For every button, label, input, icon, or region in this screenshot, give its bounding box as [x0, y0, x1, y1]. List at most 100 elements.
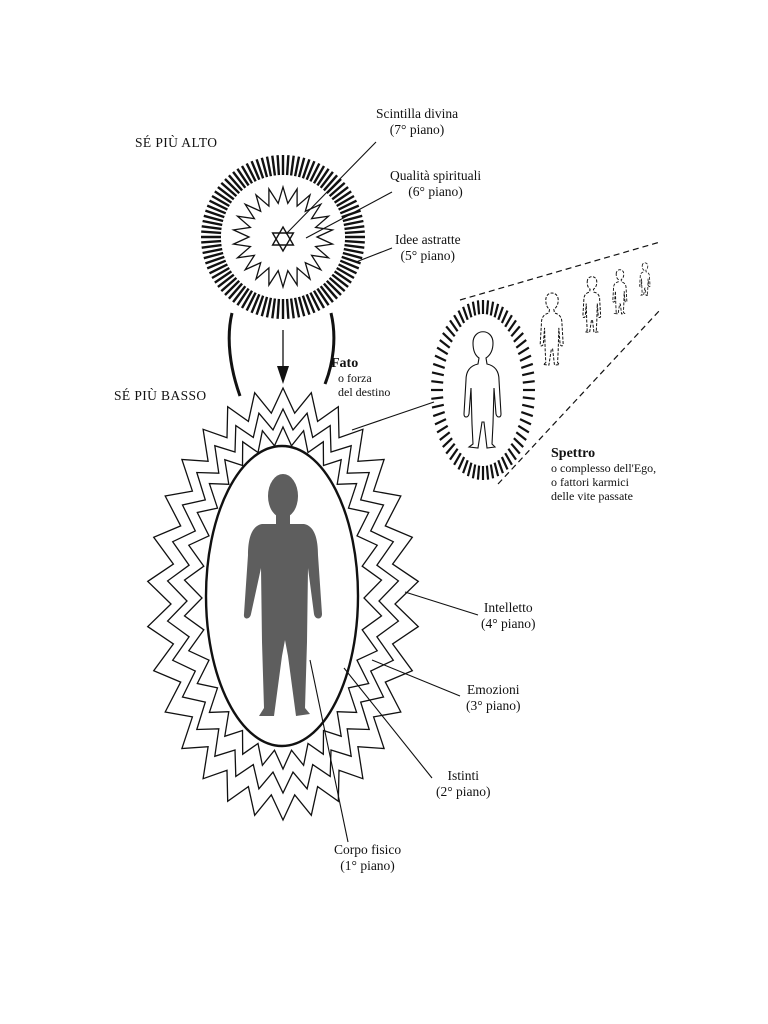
spiritual-qualities-label: Qualità spirituali (6° piano): [390, 168, 481, 199]
ray-tick: [435, 419, 446, 424]
ray-tick: [518, 426, 529, 433]
ray-tick: [201, 232, 221, 233]
ray-tick: [502, 311, 508, 323]
spiritual-qualities-title: Qualità spirituali: [390, 168, 481, 184]
ray-tick: [459, 311, 465, 323]
ray-tick: [272, 299, 275, 319]
ray-tick: [437, 426, 448, 433]
abstract-ideas-title: Idee astratte: [395, 232, 461, 248]
ray-tick: [267, 298, 271, 318]
specter-link-leader: [352, 402, 434, 430]
specter-main-figure: [464, 332, 501, 448]
ray-tick: [508, 320, 516, 331]
specter-label: Spettro o complesso dell'Ego, o fattori …: [551, 446, 656, 503]
ray-tick: [514, 438, 523, 447]
emotions-title: Emozioni: [466, 682, 521, 698]
ray-tick: [454, 453, 461, 465]
emotions-plane: (3° piano): [466, 698, 521, 714]
ray-tick: [487, 466, 488, 480]
ray-tick: [450, 320, 458, 331]
ray-tick: [202, 226, 222, 229]
ray-tick: [478, 300, 479, 314]
ray-tick: [278, 299, 279, 319]
ray-tick: [345, 232, 365, 233]
ray-tick: [523, 397, 535, 398]
ray-tick: [267, 157, 271, 177]
ray-tick: [454, 315, 461, 327]
descent-arrow: [277, 330, 289, 384]
ray-tick: [468, 463, 472, 476]
ray-tick: [520, 356, 531, 361]
ray-tick: [443, 333, 452, 342]
ray-tick: [505, 453, 512, 465]
ray-tick: [432, 405, 444, 408]
ray-tick: [440, 432, 450, 440]
ray-tick: [491, 302, 493, 316]
ray-tick: [201, 241, 221, 242]
abstract-ideas-leader: [356, 248, 392, 262]
intellect-label: Intelletto (4° piano): [481, 600, 536, 631]
ray-tick: [463, 307, 468, 320]
ray-tick: [433, 412, 445, 416]
ray-tick: [344, 249, 364, 253]
ray-tick: [495, 463, 499, 476]
fate-title: Fato: [331, 356, 390, 372]
higher-self-group: [201, 155, 365, 319]
specter-cone-top-line: [460, 242, 660, 300]
ray-tick: [522, 405, 534, 408]
ray-tick: [431, 381, 443, 382]
ray-tick: [516, 340, 526, 348]
instincts-title: Istinti: [436, 768, 491, 784]
ray-tick: [511, 444, 520, 454]
specter-echo-figure: [583, 277, 601, 333]
ray-tick: [521, 412, 533, 416]
ray-tick: [295, 157, 299, 177]
ray-tick: [440, 340, 450, 348]
lower-self-label: SÉ PIÙ BASSO: [114, 388, 207, 404]
ray-tick: [278, 155, 279, 175]
ray-tick: [450, 449, 458, 460]
ray-tick: [502, 457, 508, 469]
ray-tick: [518, 348, 529, 355]
ray-tick: [203, 221, 223, 225]
ray-tick: [487, 300, 488, 314]
intellect-plane: (4° piano): [481, 616, 536, 632]
intellect-leader: [405, 592, 478, 615]
abstract-ideas-label: Idee astratte (5° piano): [395, 232, 461, 263]
ray-tick: [473, 302, 475, 316]
ray-tick: [432, 372, 444, 375]
ray-tick: [446, 326, 455, 336]
ray-tick: [287, 299, 288, 319]
specter-echo-figure: [613, 270, 627, 314]
ray-tick: [520, 419, 531, 424]
abstract-ideas-plane: (5° piano): [395, 248, 461, 264]
ray-tick: [295, 298, 299, 318]
ray-tick: [514, 333, 523, 342]
physical-body-plane: (1° piano): [334, 858, 401, 874]
divine-spark-star-icon: [273, 227, 294, 251]
ray-tick: [344, 221, 364, 225]
ray-tick: [446, 444, 455, 454]
ray-tick: [468, 304, 472, 317]
intellect-title: Intelletto: [481, 600, 536, 616]
ray-tick: [345, 226, 365, 229]
ray-tick: [478, 466, 479, 480]
instincts-leader: [344, 668, 432, 778]
ray-tick: [203, 249, 223, 253]
physical-body-label: Corpo fisico (1° piano): [334, 842, 401, 873]
fate-line2: del destino: [331, 386, 390, 400]
ray-tick: [505, 315, 512, 327]
divine-spark-plane: (7° piano): [376, 122, 458, 138]
ray-tick: [287, 155, 288, 175]
ray-tick: [345, 245, 365, 248]
connector-neck: [229, 313, 334, 396]
ray-tick: [498, 307, 503, 320]
fate-line1: o forza: [331, 372, 390, 386]
ray-tick: [521, 364, 533, 368]
specter-line3: delle vite passate: [551, 490, 656, 504]
specter-line1: o complesso dell'Ego,: [551, 462, 656, 476]
ray-tick: [291, 299, 294, 319]
instincts-plane: (2° piano): [436, 784, 491, 800]
fate-label: Fato o forza del destino: [331, 356, 390, 400]
ray-tick: [495, 304, 499, 317]
